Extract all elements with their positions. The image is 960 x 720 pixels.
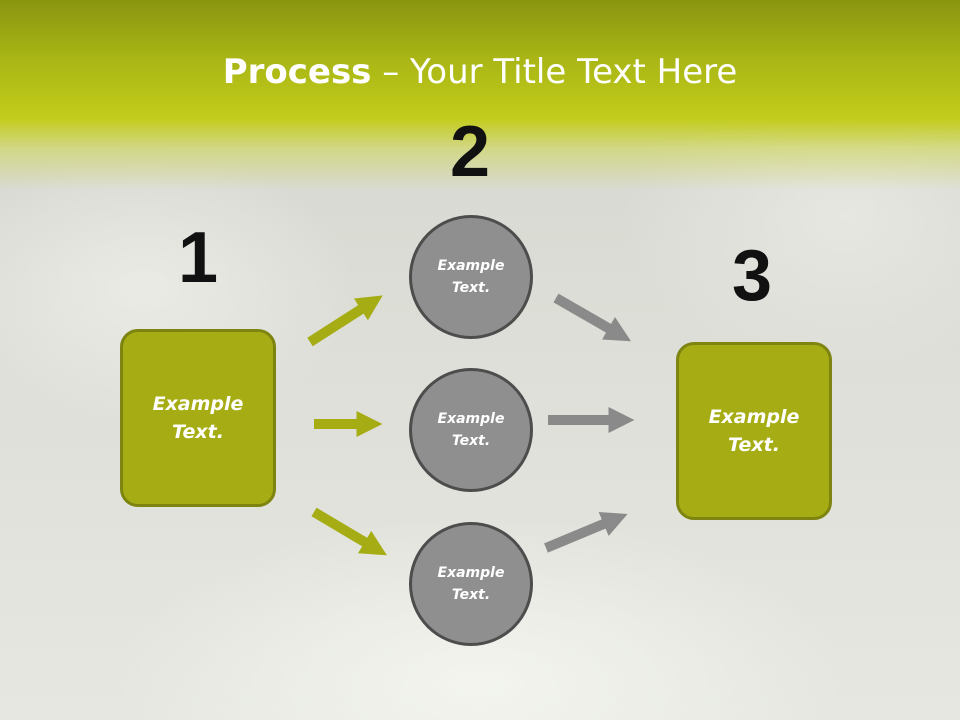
step2-circle-1-text: Example Text.	[437, 257, 505, 296]
slide-title: Process – Your Title Text Here	[0, 52, 960, 92]
step1-box: Example Text.	[120, 329, 276, 507]
step-number-1: 1	[178, 218, 219, 298]
step2-circle-3-text: Example Text.	[437, 564, 505, 603]
title-rest: – Your Title Text Here	[371, 52, 738, 92]
arrow-circle1-to-box3	[553, 293, 632, 342]
header-band	[0, 0, 960, 190]
arrow-box1-to-circle1	[307, 295, 383, 347]
title-bold: Process	[222, 52, 372, 92]
step2-circle-1: Example Text.	[409, 215, 533, 339]
arrow-box1-to-circle3	[311, 507, 387, 556]
step2-circle-2-text: Example Text.	[437, 410, 505, 449]
step1-text: Example Text.	[152, 392, 244, 444]
step2-circle-3: Example Text.	[409, 522, 533, 646]
step-number-2: 2	[450, 112, 491, 192]
arrow-circle3-to-box3	[544, 512, 628, 553]
step3-text: Example Text.	[708, 405, 800, 457]
step3-box: Example Text.	[676, 342, 832, 520]
step-number-3: 3	[732, 236, 773, 316]
step2-circle-2: Example Text.	[409, 368, 533, 492]
